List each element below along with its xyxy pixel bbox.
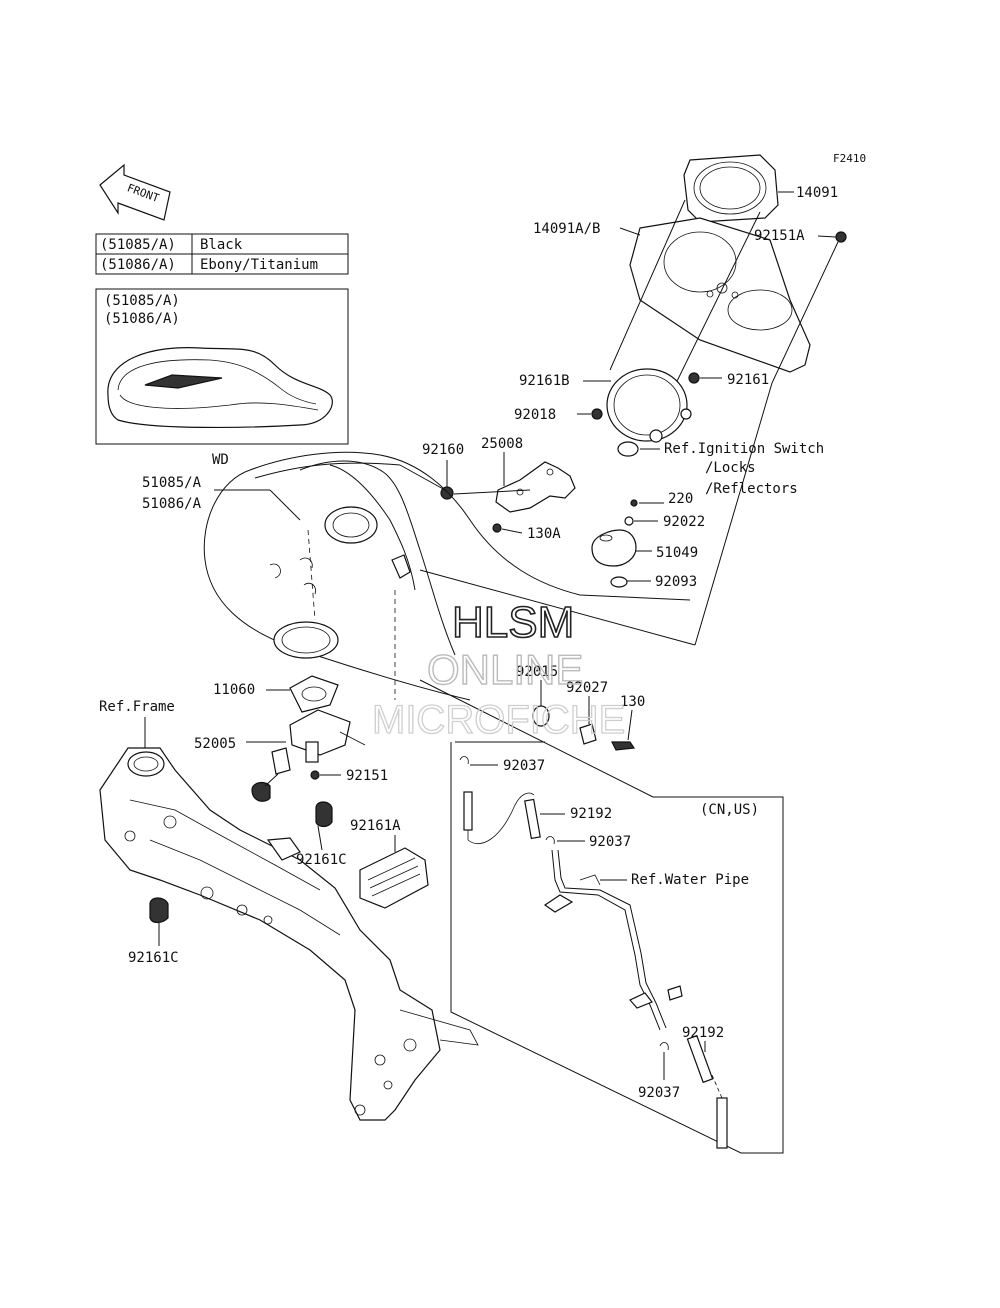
inset-label-1: (51085/A) [104, 293, 180, 309]
label-130A: 130A [527, 526, 561, 542]
label-92022: 92022 [663, 514, 705, 530]
label-ref-ignition: Ref.Ignition Switch [664, 441, 824, 457]
tank-decal-inset: (51085/A) (51086/A) [95, 288, 349, 445]
gasket-upper-icon [273, 621, 339, 659]
fuel-tank [203, 451, 691, 701]
watermark-line2: ONLINE [427, 646, 583, 693]
label-92018: 92018 [514, 407, 556, 423]
label-220: 220 [668, 491, 693, 507]
label-51085A: 51085/A [142, 475, 202, 491]
watermark-line1: HLSM [452, 598, 574, 647]
label-ref-water-pipe: Ref.Water Pipe [631, 872, 749, 888]
bolt-92151A-icon [835, 231, 847, 243]
label-92161: 92161 [727, 372, 769, 388]
label-92160: 92160 [422, 442, 464, 458]
clamp-92037-upper-icon [459, 756, 469, 765]
label-92037-middle: 92037 [589, 834, 631, 850]
region-label-cn-us: (CN,US) [700, 802, 759, 818]
hose-left-icon [463, 791, 473, 831]
color-name-2: Ebony/Titanium [200, 257, 318, 273]
drain-tube-icon [716, 1097, 728, 1149]
clamp-92037-lower-icon [659, 1042, 669, 1051]
screw-220-icon [630, 499, 638, 507]
label-92161B: 92161B [519, 373, 570, 389]
fuel-pump-52005 [251, 709, 366, 802]
inset-label-2: (51086/A) [104, 311, 180, 327]
bolt-92151-icon [310, 770, 320, 780]
label-51049: 51049 [656, 545, 698, 561]
label-ref-ignition-locks: /Locks [705, 460, 756, 476]
diagram-code: F2410 [833, 152, 866, 165]
label-92192-upper: 92192 [570, 806, 612, 822]
color-code-2: (51086/A) [100, 257, 176, 273]
label-92161C-upper: 92161C [296, 852, 347, 868]
label-92161A: 92161A [350, 818, 401, 834]
water-pipe [543, 849, 683, 1031]
bolt-130-icon [611, 741, 636, 751]
label-92151A: 92151A [754, 228, 805, 244]
label-ref-ignition-reflectors: /Reflectors [705, 481, 798, 497]
washer-92022-icon [624, 516, 634, 526]
label-130: 130 [620, 694, 645, 710]
gasket-92093-icon [610, 576, 628, 588]
grommet-92018-icon [591, 408, 603, 420]
label-ref-frame: Ref.Frame [99, 699, 175, 715]
label-14091AB: 14091A/B [533, 221, 600, 237]
damper-92161C-upper-icon [315, 801, 333, 828]
label-11060: 11060 [213, 682, 255, 698]
clamp-92037-middle-icon [545, 836, 555, 845]
collar-92027-icon [579, 723, 597, 745]
label-92161C-lower: 92161C [128, 950, 179, 966]
region-label-wd: WD [212, 452, 229, 468]
gasket-14091 [683, 154, 779, 223]
fuel-cap-51049 [591, 529, 637, 567]
front-arrow-icon: FRONT [99, 163, 171, 221]
meter-cover-14091AB [629, 217, 811, 373]
watermark: HLSM ONLINE MICROFICHE [371, 597, 626, 742]
gasket-11060 [289, 675, 339, 713]
label-92093: 92093 [655, 574, 697, 590]
meter-bracket-92161B [606, 368, 692, 443]
hose-92192-upper-icon [524, 798, 541, 840]
label-92037-upper: 92037 [503, 758, 545, 774]
color-table: (51085/A) Black (51086/A) Ebony/Titanium [95, 233, 349, 275]
frame [99, 747, 479, 1121]
watermark-line3: MICROFICHE [372, 698, 625, 742]
label-51086A: 51086/A [142, 496, 202, 512]
label-92027: 92027 [566, 680, 608, 696]
label-14091: 14091 [796, 185, 838, 201]
label-92151: 92151 [346, 768, 388, 784]
label-92015: 92015 [516, 664, 558, 680]
label-25008: 25008 [481, 436, 523, 452]
label-92192-lower: 92192 [682, 1025, 724, 1041]
color-code-1: (51085/A) [100, 237, 176, 253]
bracket-25008 [495, 461, 576, 513]
color-name-1: Black [200, 237, 243, 253]
label-52005: 52005 [194, 736, 236, 752]
pad-92161A [359, 847, 429, 909]
ignition-switch-icon [617, 441, 639, 457]
bolt-130A-icon [492, 523, 502, 533]
damper-92161C-lower-icon [149, 897, 169, 924]
hose-92192-lower-icon [686, 1034, 714, 1084]
grommet-92161-icon [688, 372, 700, 384]
label-92037-lower: 92037 [638, 1085, 680, 1101]
